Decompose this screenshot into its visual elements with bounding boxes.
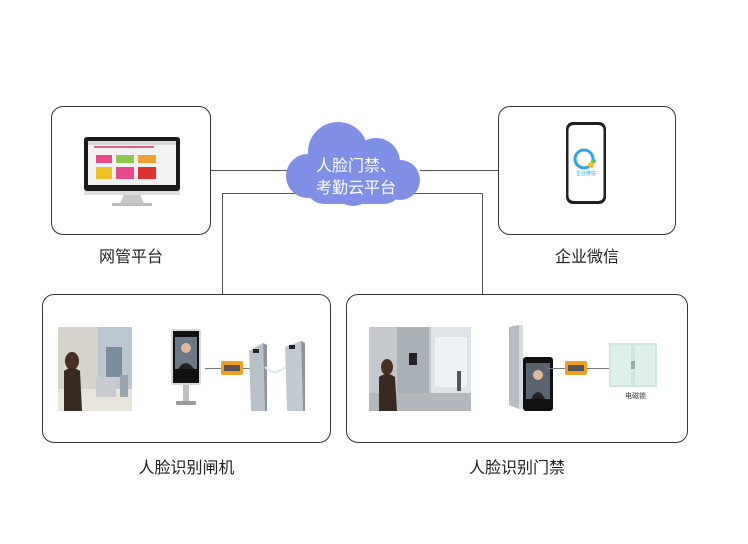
phone-app-text: 企业微信 <box>576 171 597 177</box>
access-wire <box>547 368 647 369</box>
network-platform-box <box>51 106 211 235</box>
cloud-line-1: 人脸门禁、 <box>316 156 397 175</box>
wechat-work-box: 企业微信 <box>498 106 676 235</box>
link-gate-vertical <box>222 193 223 295</box>
link-wechat-work <box>420 170 500 171</box>
wechat-work-label: 企业微信 <box>554 247 619 266</box>
link-network-platform <box>210 170 300 171</box>
link-gate-horizontal <box>222 193 304 194</box>
face-terminal-icon <box>171 329 201 405</box>
access-controller-icon <box>565 361 587 375</box>
smartphone-icon <box>566 122 606 204</box>
access-scene-photo <box>369 327 471 411</box>
network-platform-label: 网管平台 <box>98 247 163 266</box>
cloud-line-2: 考勤云平台 <box>316 178 397 197</box>
access-terminal-icon <box>509 325 553 411</box>
face-gate-box <box>42 294 331 443</box>
gate-controller-icon <box>221 361 243 375</box>
electromagnetic-lock-icon <box>609 343 657 387</box>
gate-scene-photo <box>58 327 132 411</box>
face-gate-label: 人脸识别闸机 <box>138 458 235 477</box>
face-access-label: 人脸识别门禁 <box>468 458 565 477</box>
desktop-monitor-icon <box>84 137 180 206</box>
link-access-horizontal <box>410 193 482 194</box>
face-access-box: 电磁锁 <box>346 294 688 443</box>
em-lock-label: 电磁锁 <box>625 392 646 400</box>
cloud-icon <box>286 122 420 206</box>
link-access-vertical <box>482 193 483 295</box>
turnstile-icon <box>249 341 305 411</box>
